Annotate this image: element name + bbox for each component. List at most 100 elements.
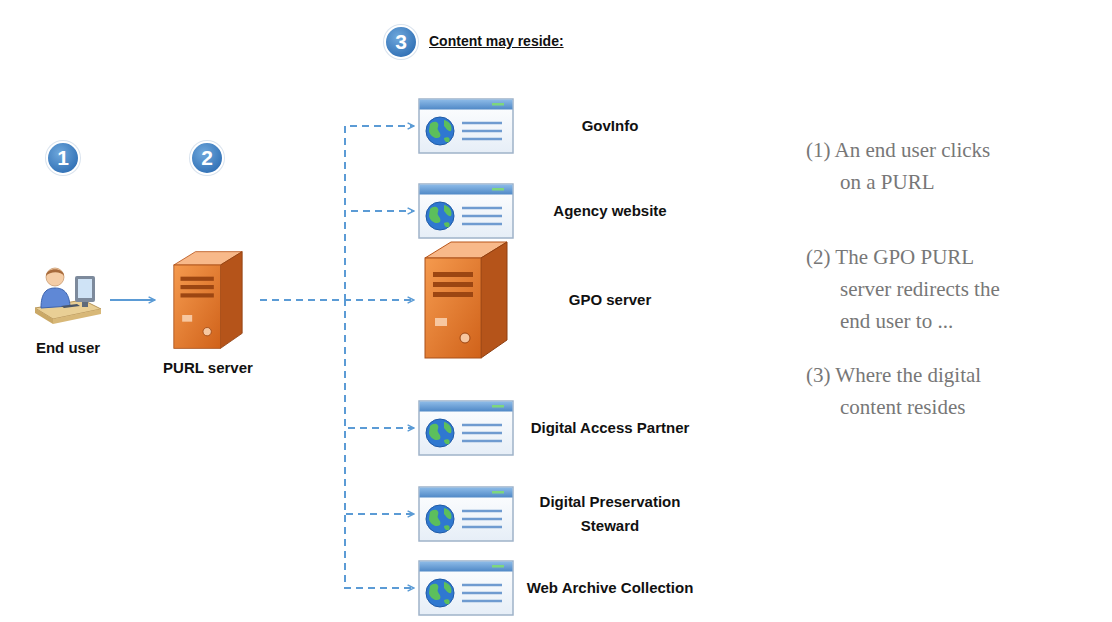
server-icon	[166, 250, 250, 350]
drive-slot	[433, 282, 473, 287]
step-badge	[191, 142, 223, 174]
node-label: Agency website	[526, 199, 694, 223]
drive-slot	[433, 272, 473, 277]
person-body	[41, 288, 70, 308]
redirect-arrow	[260, 126, 414, 300]
text-line	[462, 510, 502, 513]
callout-number: 1	[46, 141, 80, 175]
globe-land	[444, 422, 452, 433]
server-light	[182, 315, 192, 322]
title-bar	[420, 562, 513, 572]
server-light	[435, 318, 447, 326]
server-icon	[418, 240, 514, 360]
redirect-arrow	[260, 300, 414, 588]
text-line	[462, 440, 502, 443]
globe-land	[444, 582, 452, 593]
node-label: PURL server	[163, 356, 253, 380]
step-note: (3) Where the digital content resides	[806, 359, 1005, 423]
globe-land	[429, 510, 440, 526]
monitor-case	[75, 276, 95, 302]
globe-land	[444, 120, 452, 131]
globe-land	[444, 205, 452, 216]
text-line	[462, 424, 502, 427]
request-arrow	[110, 299, 155, 301]
user-station: End user	[28, 262, 108, 360]
window-frame	[419, 99, 513, 153]
server-side	[481, 242, 507, 358]
section-heading: Content may reside:	[429, 33, 564, 49]
globe-land	[444, 525, 450, 530]
node-label: End user	[36, 336, 100, 360]
text-line	[462, 207, 502, 210]
node-label: Digital Access Partner	[526, 416, 694, 440]
browser-icon	[418, 183, 514, 239]
person-hair	[46, 269, 64, 276]
title-mark	[492, 405, 504, 408]
globe-land	[444, 137, 450, 142]
browser-icon	[418, 560, 514, 616]
text-line	[462, 130, 502, 133]
node-label: Web Archive Collection	[526, 576, 694, 600]
desk-front	[53, 309, 101, 324]
globe	[426, 117, 454, 145]
server-node: PURL server	[158, 250, 258, 380]
globe-land	[444, 439, 450, 444]
title-mark	[492, 103, 504, 106]
badge-rim	[189, 140, 225, 176]
node-label: GPO server	[526, 288, 694, 312]
step-note: (2) The GPO PURL server redirects the en…	[806, 241, 1005, 337]
monitor-stand	[82, 302, 88, 307]
power-button	[460, 333, 470, 343]
web-location: GovInfo	[418, 98, 694, 154]
text-line	[462, 138, 502, 141]
badge-rim	[383, 24, 419, 60]
web-location: Digital Access Partner	[418, 400, 694, 456]
text-line	[462, 592, 502, 595]
text-line	[462, 526, 502, 529]
window-frame	[419, 487, 513, 541]
power-button	[203, 328, 211, 336]
browser-icon	[418, 98, 514, 154]
text-line	[462, 432, 502, 435]
window-frame	[419, 561, 513, 615]
title-bar	[420, 100, 513, 110]
text-line	[462, 122, 502, 125]
text-line	[462, 600, 502, 603]
globe-land	[444, 508, 452, 519]
redirect-arrow	[260, 300, 414, 514]
text-line	[462, 215, 502, 218]
step-badge	[47, 142, 79, 174]
title-bar	[420, 488, 513, 498]
title-mark	[492, 188, 504, 191]
step-badges	[45, 24, 419, 176]
callout-number: 3	[384, 25, 418, 59]
globe-land	[429, 207, 440, 223]
redirect-arrow	[260, 211, 414, 300]
monitor-screen	[78, 279, 92, 298]
globe-land	[429, 584, 440, 600]
server-node: GPO server	[418, 240, 694, 360]
drive-slot	[181, 285, 214, 289]
web-location: Agency website	[418, 183, 694, 239]
globe-land	[429, 424, 440, 440]
globe	[426, 419, 454, 447]
redirect-arrow	[260, 300, 414, 428]
title-bar	[420, 402, 513, 412]
globe	[426, 202, 454, 230]
badge-rim	[45, 140, 81, 176]
globe-land	[429, 122, 440, 138]
text-line	[462, 223, 502, 226]
drive-slot	[181, 277, 214, 281]
step-badge	[385, 26, 417, 58]
drive-slot	[433, 292, 473, 297]
server-side	[221, 252, 243, 349]
web-location: Digital Preservation Steward	[418, 486, 694, 542]
user-icon	[33, 262, 103, 330]
text-line	[462, 518, 502, 521]
window-frame	[419, 401, 513, 455]
title-bar	[420, 185, 513, 195]
node-label: GovInfo	[526, 114, 694, 138]
browser-icon	[418, 486, 514, 542]
callout-number: 2	[190, 141, 224, 175]
browser-icon	[418, 400, 514, 456]
